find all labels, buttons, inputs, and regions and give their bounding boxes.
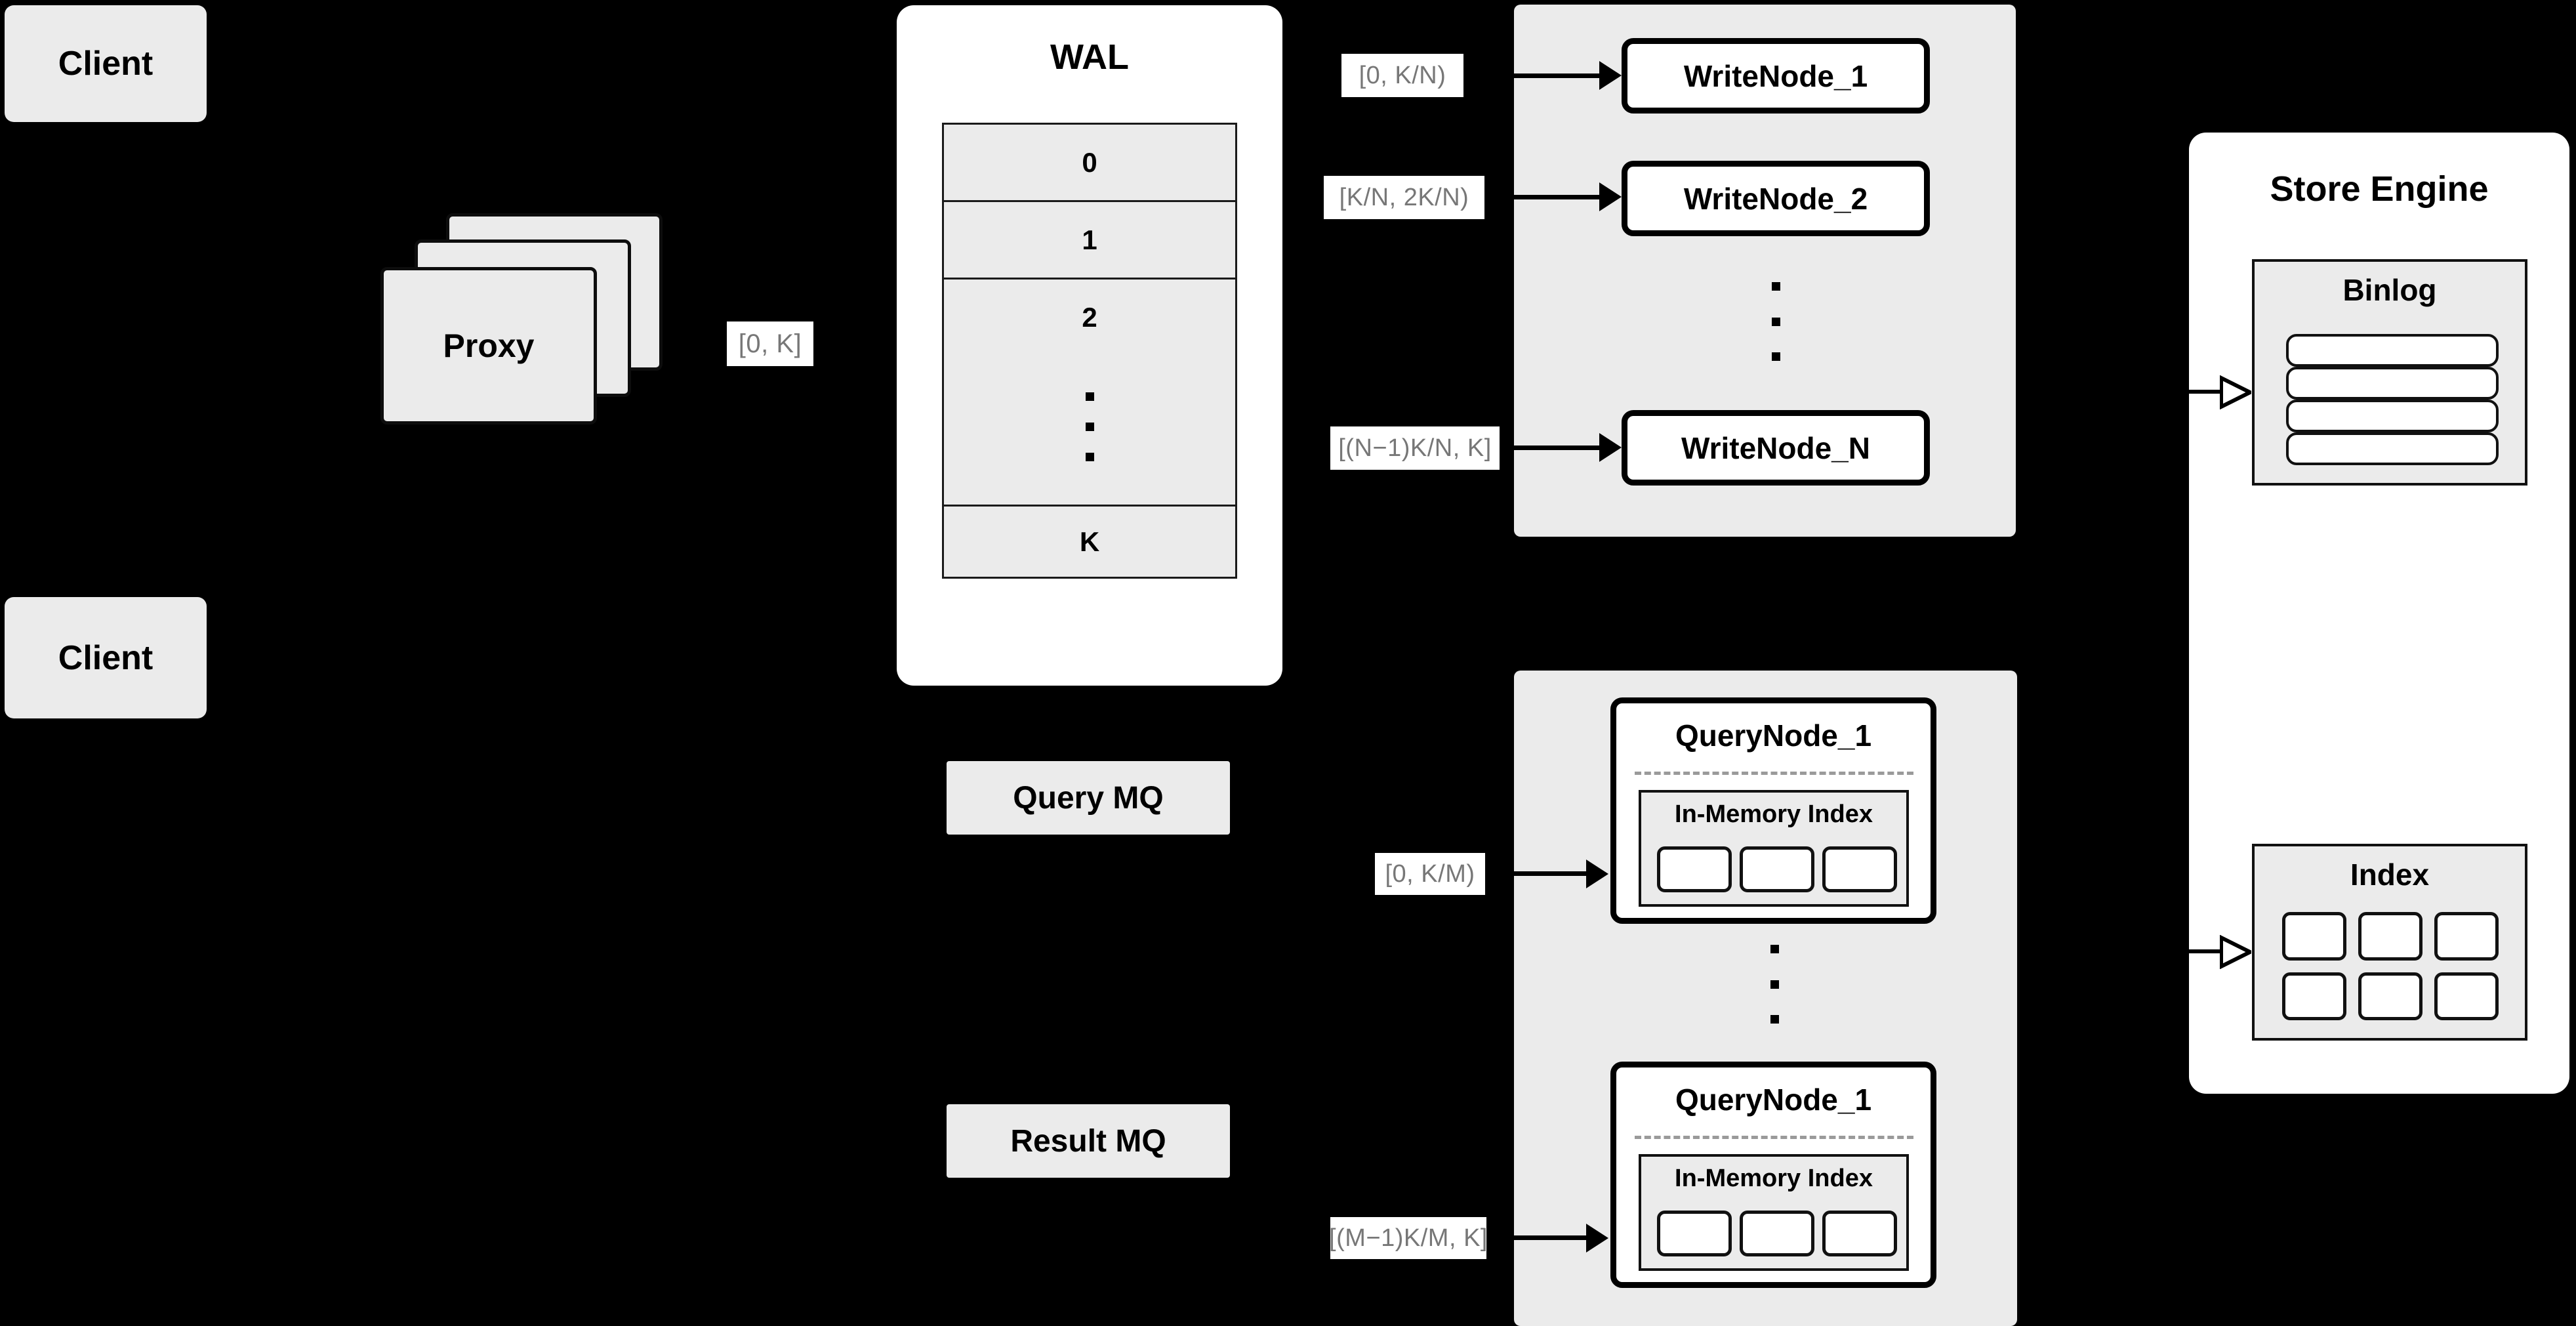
wal-entry-0[interactable]: 0 [942,123,1237,202]
query-mq-label: Query MQ [1013,780,1164,816]
index-box: Index [2252,844,2527,1041]
query-node-title: QueryNode_1 [1675,1083,1872,1117]
proxy-stack[interactable]: Proxy [380,213,669,430]
index-segment[interactable] [1822,1211,1897,1256]
query-cluster-ellipsis-icon [1770,945,1779,1024]
binlog-title: Binlog [2342,273,2437,307]
wal-entry-1[interactable]: 1 [942,202,1237,280]
arrow-head-write-1 [1599,61,1622,90]
store-engine-panel: Store Engine Binlog Index [2189,133,2569,1094]
arrow-line-query-m [1514,1235,1593,1240]
write-node-1[interactable]: WriteNode_1 [1622,38,1930,114]
query-node-separator [1635,1136,1913,1139]
arrow-line-to-index [2186,949,2223,953]
query-node-separator [1635,772,1913,775]
query-node-1[interactable]: QueryNode_1 In-Memory Index [1610,697,1936,924]
query-mq-box[interactable]: Query MQ [947,761,1230,835]
binlog-row[interactable] [2286,334,2499,367]
arrow-line-write-n [1514,445,1606,450]
client-box-2[interactable]: Client [5,597,207,718]
arrow-line-query-1 [1514,871,1593,876]
index-cell[interactable] [2434,972,2499,1020]
binlog-row[interactable] [2286,400,2499,432]
edge-label-write-n: [(N−1)K/N, K] [1330,426,1500,470]
index-cell[interactable] [2282,972,2346,1020]
edge-label-query-m: [(M−1)K/M, K] [1329,1217,1487,1259]
proxy-card-front[interactable]: Proxy [380,267,597,425]
binlog-row[interactable] [2286,367,2499,400]
binlog-row-list [2286,334,2499,465]
in-memory-index-box: In-Memory Index [1639,790,1909,907]
edge-label-write-1: [0, K/N) [1341,54,1463,97]
arrow-line-write-2 [1514,195,1606,199]
store-engine-title: Store Engine [2270,169,2489,209]
proxy-label: Proxy [443,327,535,364]
vertical-ellipsis-icon [1085,392,1094,461]
index-segment[interactable] [1740,846,1814,892]
arrow-head-write-2 [1599,182,1622,211]
client-label: Client [58,638,153,677]
index-segment-row [1657,1211,1897,1256]
client-box-1[interactable]: Client [5,5,207,122]
wal-entry-list: 0 1 2 [942,123,1237,357]
index-segment[interactable] [1822,846,1897,892]
edge-label-write-2: [K/N, 2K/N) [1324,176,1484,219]
wal-entry-ellipsis [942,349,1237,507]
index-segment[interactable] [1740,1211,1814,1256]
index-segment[interactable] [1657,846,1732,892]
edge-label-query-1: [0, K/M) [1375,853,1485,895]
arrow-head-hollow-index [2219,934,2255,970]
wal-title: WAL [1050,37,1129,77]
wal-entry-2[interactable]: 2 [942,280,1237,357]
index-segment[interactable] [1657,1211,1732,1256]
write-cluster-ellipsis-icon [1771,282,1780,361]
in-memory-index-box: In-Memory Index [1639,1154,1909,1271]
arrow-line-to-binlog [2186,390,2223,394]
index-cell[interactable] [2282,912,2346,961]
arrow-head-write-n [1599,433,1622,462]
in-memory-index-title: In-Memory Index [1675,1165,1873,1192]
result-mq-label: Result MQ [1010,1123,1166,1159]
edge-label-proxy-to-wal: [0, K] [727,321,813,366]
binlog-row[interactable] [2286,432,2499,465]
arrow-head-hollow-binlog [2219,375,2255,410]
index-cell[interactable] [2358,912,2423,961]
write-node-2[interactable]: WriteNode_2 [1622,161,1930,236]
wal-panel: WAL 0 1 2 K [897,5,1282,686]
in-memory-index-title: In-Memory Index [1675,800,1873,828]
wal-entry-k[interactable]: K [942,507,1237,579]
arrow-head-query-1 [1586,860,1608,888]
binlog-box: Binlog [2252,259,2527,486]
index-cell[interactable] [2358,972,2423,1020]
index-title: Index [2350,858,2430,892]
query-node-title: QueryNode_1 [1675,718,1872,753]
write-node-n[interactable]: WriteNode_N [1622,410,1930,486]
index-cell[interactable] [2434,912,2499,961]
index-segment-row [1657,846,1897,892]
result-mq-box[interactable]: Result MQ [947,1104,1230,1178]
query-node-m[interactable]: QueryNode_1 In-Memory Index [1610,1062,1936,1288]
client-label: Client [58,45,153,83]
arrow-line-write-1 [1514,73,1606,78]
arrow-head-query-m [1586,1224,1608,1253]
index-cell-grid [2282,912,2499,1020]
